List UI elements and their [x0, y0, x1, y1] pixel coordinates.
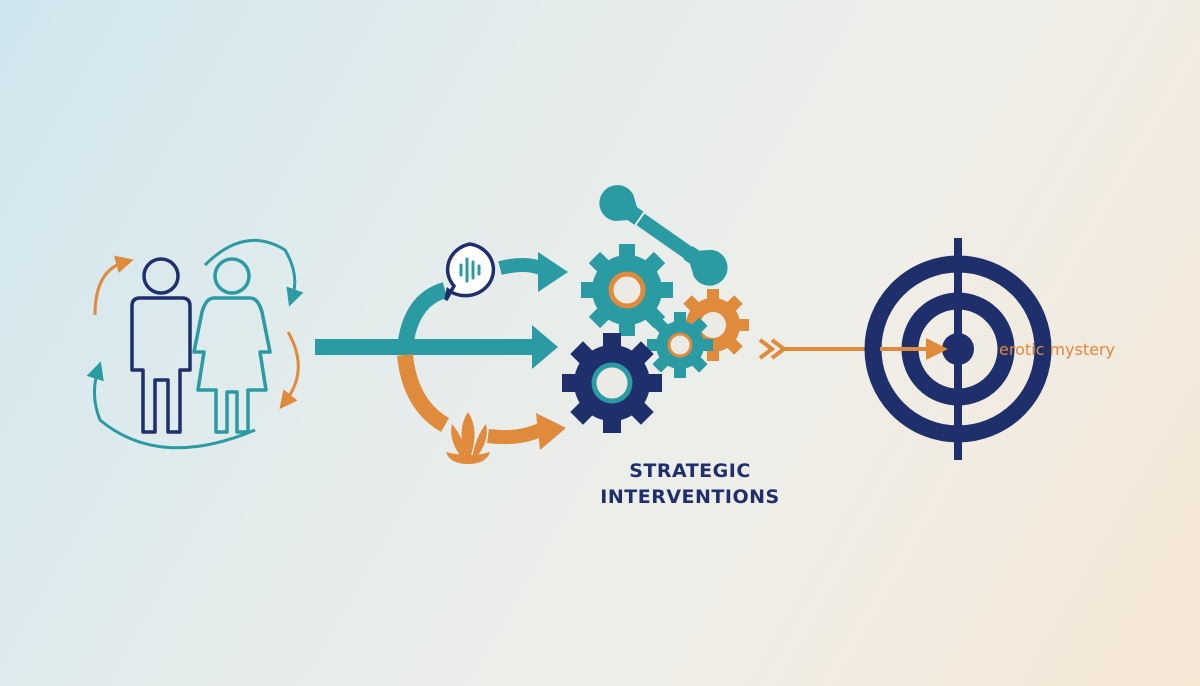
- man-figure-icon: [130, 257, 192, 434]
- gears-group: [562, 185, 749, 433]
- upper-arc-arrow-icon: [397, 252, 568, 350]
- target-icon: [864, 238, 1052, 460]
- gear-icon: [581, 244, 673, 336]
- strategic-interventions-label: STRATEGIC INTERVENTIONS: [560, 458, 820, 510]
- couple-group: [86, 238, 304, 450]
- label-line-2: INTERVENTIONS: [600, 486, 780, 508]
- lower-arc-arrow-icon: [397, 354, 566, 450]
- main-arrow-icon: [315, 325, 558, 369]
- flow-arrows: [315, 242, 568, 464]
- lotus-icon: [446, 412, 490, 464]
- speech-bubble-icon: [444, 242, 496, 301]
- wrench-icon: [599, 185, 728, 286]
- woman-figure-icon: [192, 257, 272, 434]
- gear-icon: [562, 333, 662, 433]
- gear-icon: [647, 312, 713, 378]
- target-label: erotic mystery: [999, 340, 1116, 359]
- label-line-1: STRATEGIC: [629, 460, 751, 482]
- cycle-arrows-icon: [86, 238, 304, 450]
